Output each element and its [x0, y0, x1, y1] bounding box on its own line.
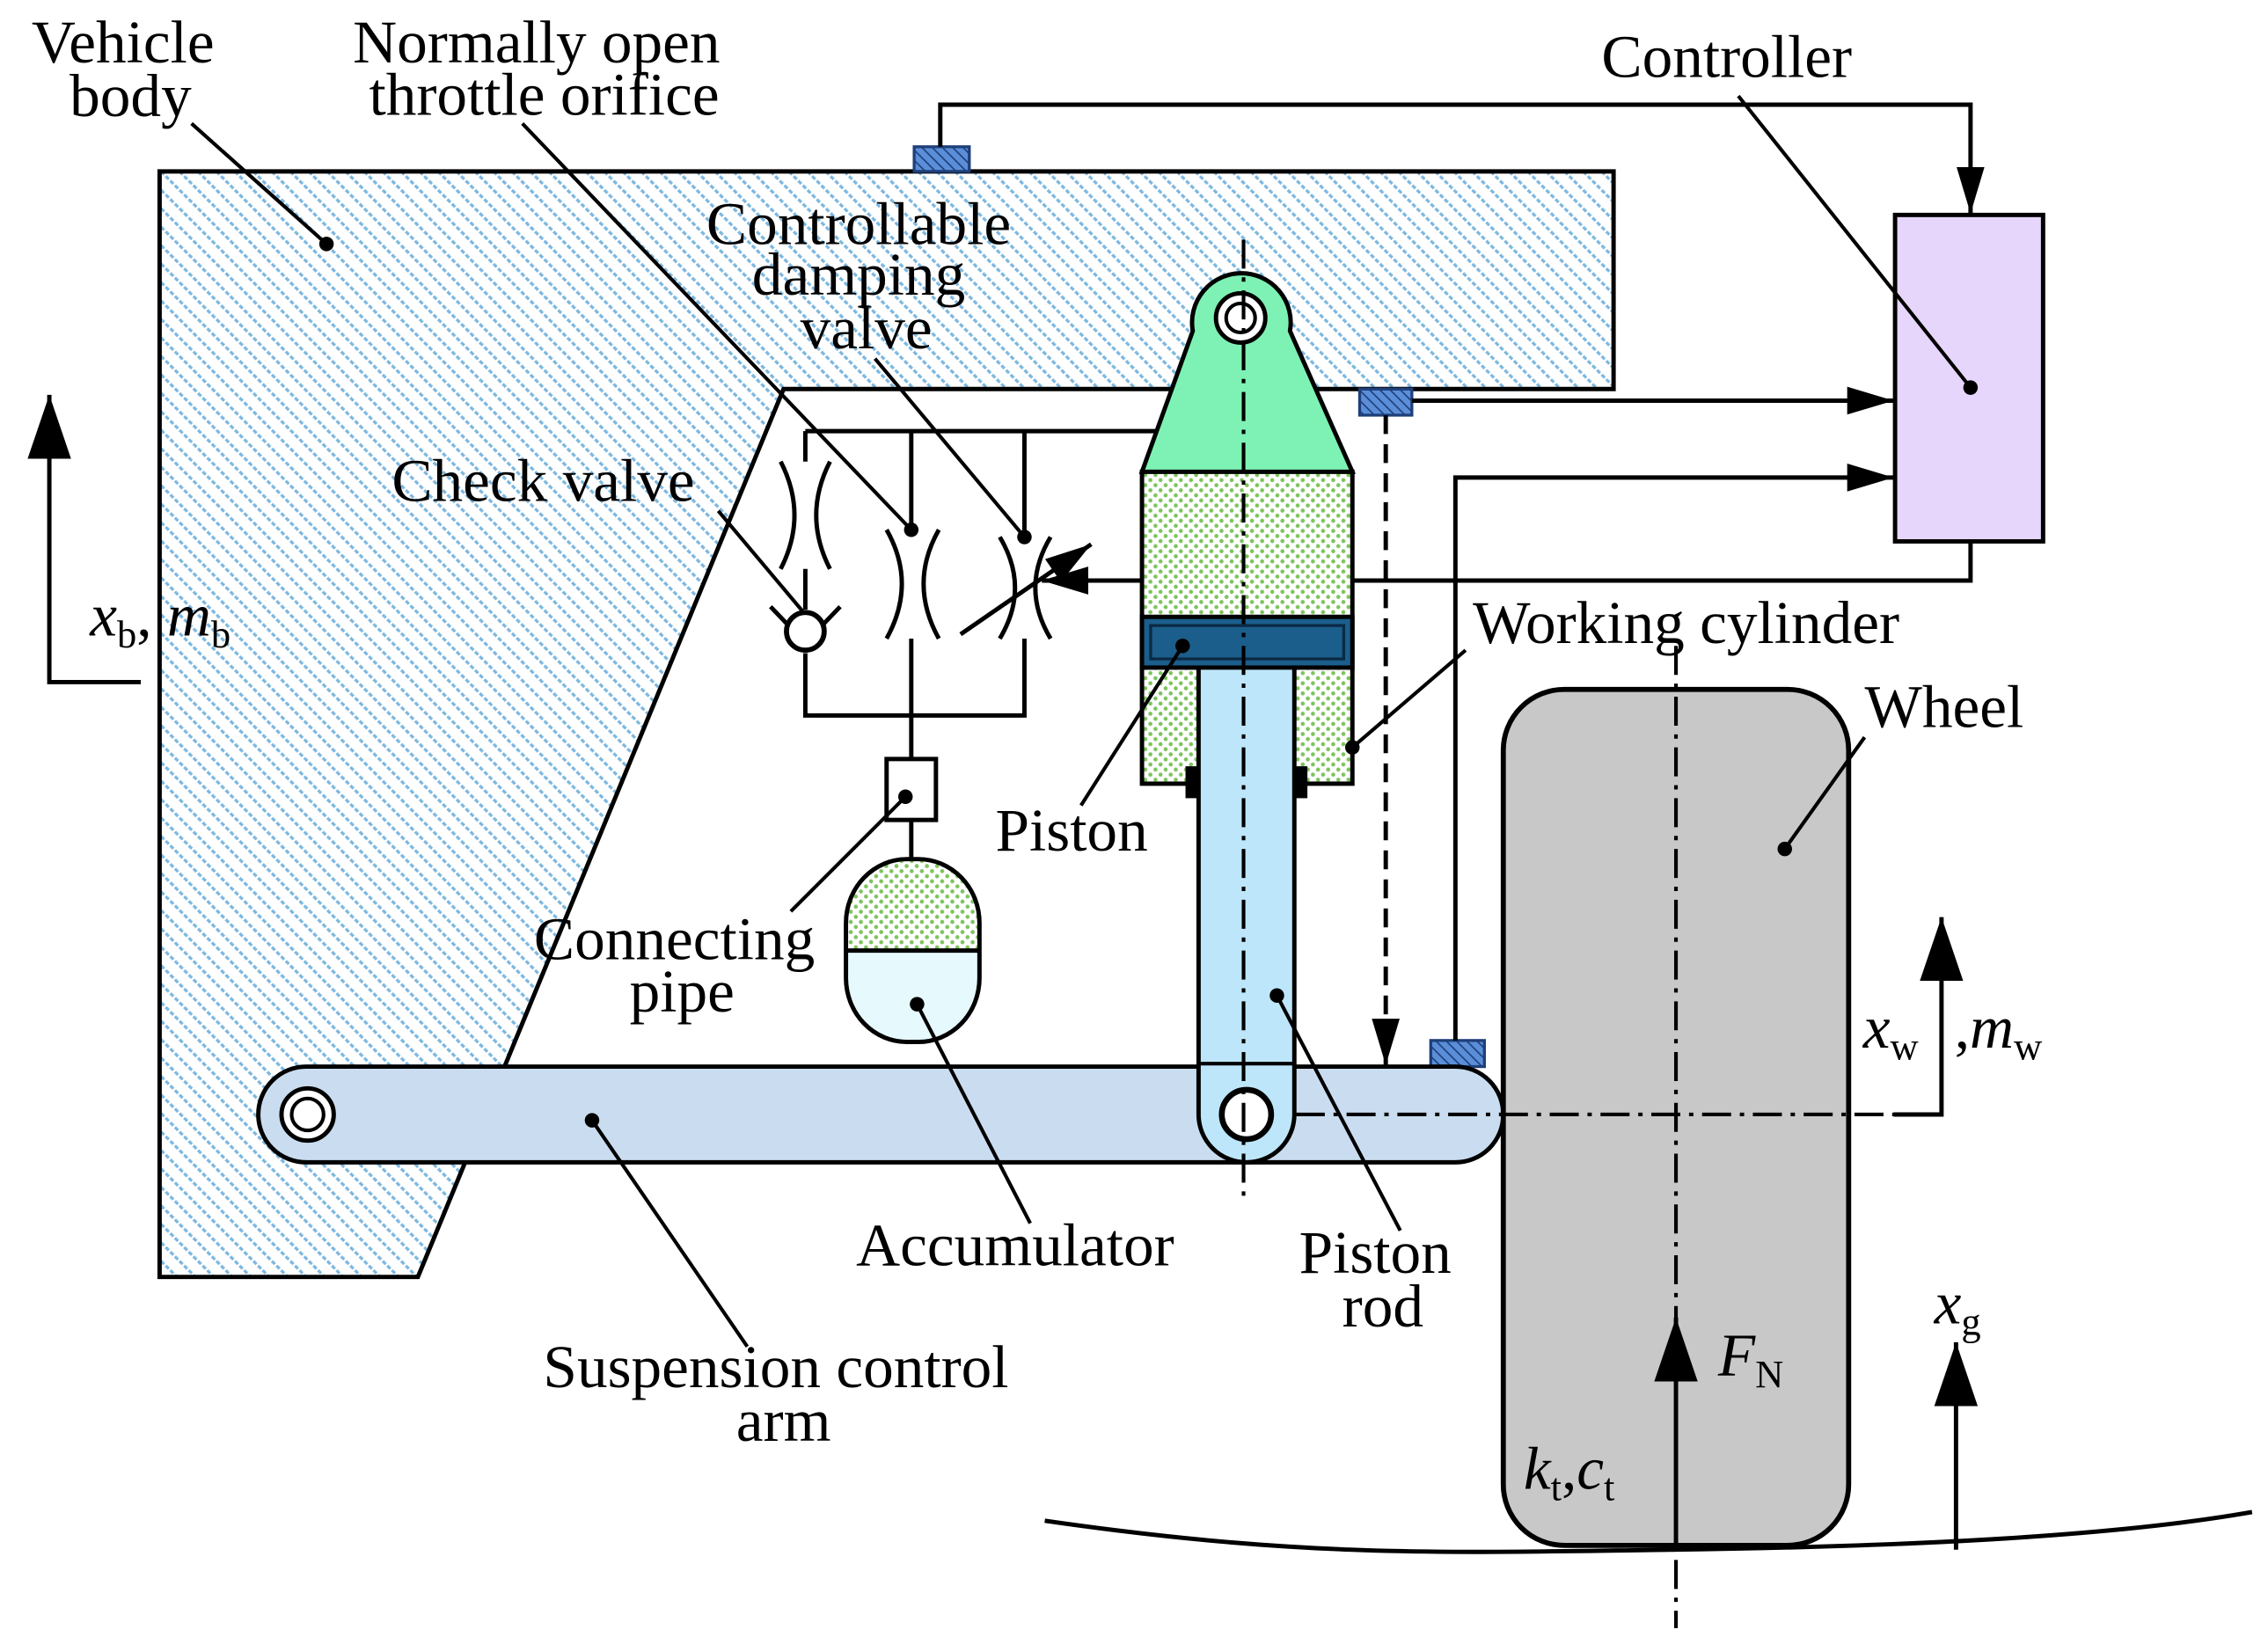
label-working-cylinder: Working cylinder: [1473, 588, 1899, 656]
label-piston-rod: Piston rod: [1299, 1218, 1467, 1340]
gland-seal-left: [1185, 766, 1199, 799]
accumulator: [844, 857, 982, 1044]
leader-damping-valve: [874, 357, 1032, 544]
leader-controller: [1737, 94, 1979, 395]
check-valve: [769, 604, 842, 654]
leader-throttle-orifice: [521, 122, 919, 537]
leader-piston: [1079, 638, 1190, 807]
sensor-control-arm: [1429, 1039, 1486, 1069]
wheel-displacement-arrow: [1893, 917, 1964, 1117]
label-accumulator: Accumulator: [856, 1211, 1174, 1279]
signal-line-arm-sensor: [1452, 464, 1894, 1041]
arm-pivot-eye: [279, 1085, 336, 1144]
label-wheel: Wheel: [1864, 673, 2023, 741]
cylinder-cap: [1138, 271, 1357, 474]
leader-wheel: [1777, 735, 1867, 857]
leader-check-valve: [716, 509, 804, 612]
road-profile: [1044, 1509, 2253, 1554]
vehicle-body: [157, 169, 1616, 1280]
orifice-left: [779, 460, 832, 570]
leader-control-arm: [584, 1113, 750, 1348]
label-check-valve: Check valve: [391, 446, 694, 514]
symbol-wheel-displacement: xw: [1862, 993, 1919, 1068]
leader-working-cylinder: [1344, 648, 1467, 755]
controller-box: [1892, 212, 2045, 544]
leader-vehicle-body: [190, 121, 334, 252]
throttle-orifice: [884, 529, 941, 640]
symbol-wheel-mass: ,mw: [1955, 993, 2043, 1068]
sensor-body-bottom: [1357, 387, 1414, 417]
leader-piston-rod: [1269, 988, 1402, 1231]
label-connecting-pipe: Connecting pipe: [534, 904, 830, 1024]
symbol-tire-stiffness-damping: kt,ct: [1524, 1435, 1615, 1509]
label-throttle-orifice: Normally open throttle orifice: [353, 8, 735, 128]
leader-accumulator: [910, 997, 1032, 1224]
leader-connecting-pipe: [789, 789, 913, 913]
symbol-ground-displacement: xg: [1934, 1268, 1981, 1343]
label-control-arm: Suspension control arm: [543, 1333, 1023, 1454]
cylinder-eye: [1213, 290, 1268, 345]
connecting-pipe: [884, 756, 939, 822]
body-displacement-arrow: [27, 394, 141, 684]
symbol-tire-force: FN: [1717, 1321, 1783, 1396]
gland-seal-right: [1294, 766, 1308, 799]
label-damping-valve: Controllable damping valve: [706, 189, 1027, 362]
symbol-body-displacement-mass: xb, mb: [89, 581, 230, 656]
label-piston: Piston: [995, 796, 1147, 864]
label-vehicle-body: Vehicle body: [32, 8, 230, 129]
signal-line-top-sensor: [938, 102, 1985, 214]
rod-eye: [1218, 1086, 1275, 1143]
controllable-damping-valve: [959, 536, 1093, 640]
sensor-body-top: [912, 145, 971, 173]
label-controller: Controller: [1601, 23, 1852, 91]
piston-rod: [1196, 665, 1297, 1165]
piston-inner: [1149, 624, 1345, 661]
